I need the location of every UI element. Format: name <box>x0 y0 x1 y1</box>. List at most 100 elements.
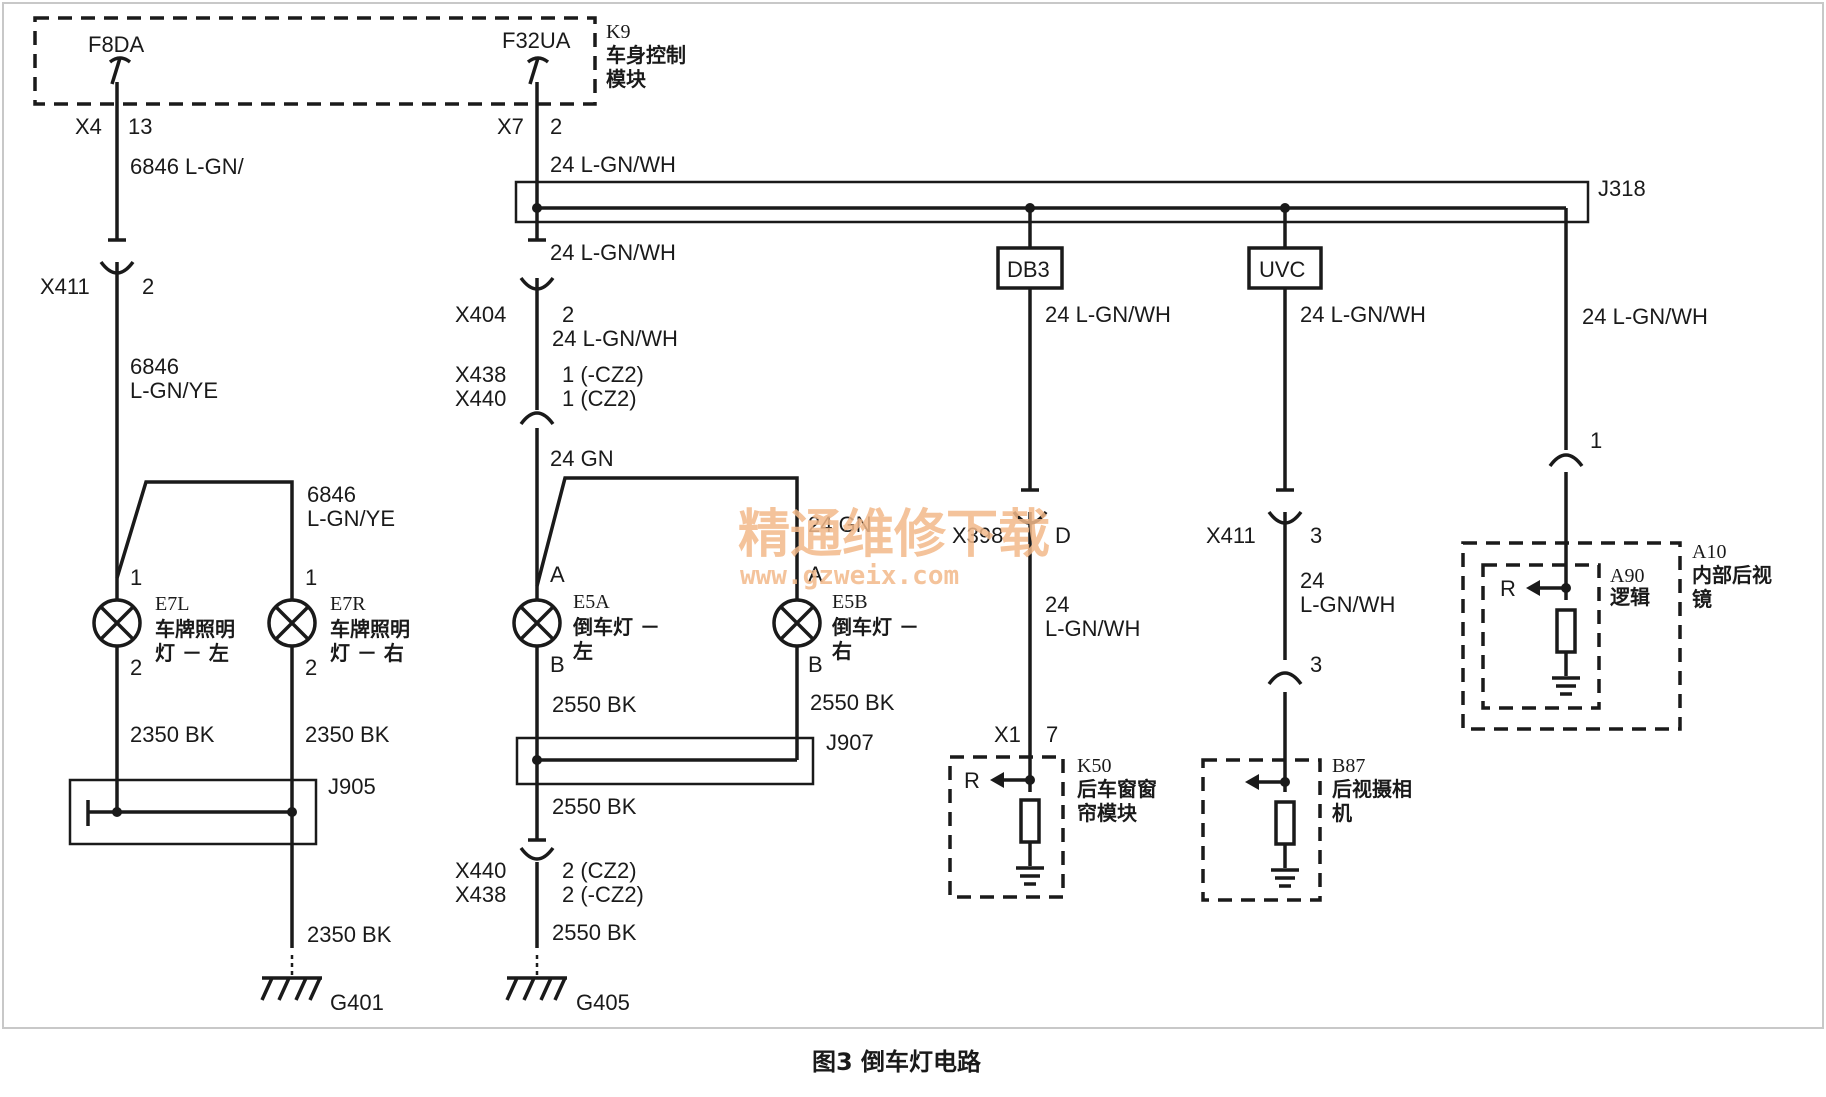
connector-x4-label: X4 <box>75 114 102 139</box>
wire-6846-label: 6846 L-GN/ <box>130 154 245 179</box>
lamp-e7l-name-line2: 灯 － 左 <box>155 641 229 665</box>
k50-arrow-icon <box>990 772 1004 788</box>
wire-2550-ground: 2550 BK <box>552 920 637 945</box>
connector-x7-pin: 2 <box>550 114 562 139</box>
connector-x438-label: X438 <box>455 362 506 387</box>
fuse-f8da-contact-icon <box>110 57 122 85</box>
uvc-wire-b-num: 24 <box>1300 568 1324 593</box>
wire-24-a: 24 L-GN/WH <box>550 152 676 177</box>
ground-g405-icon <box>505 976 567 1001</box>
a10-wire: 24 L-GN/WH <box>1582 304 1708 329</box>
wire-6846-color: L-GN/YE <box>130 378 218 403</box>
wire-24-b: 24 L-GN/WH <box>550 240 676 265</box>
figure-caption: 图3 倒车灯电路 <box>812 1048 982 1076</box>
ground-g405-label: G405 <box>576 990 630 1015</box>
k50-ground-icon <box>1016 866 1044 886</box>
k9-name-line2: 模块 <box>606 67 647 91</box>
b87-ground-icon <box>1271 868 1299 888</box>
wire-2550-mid: 2550 BK <box>552 794 637 819</box>
wire-6846-num: 6846 <box>130 354 179 379</box>
k9-name-line1: 车身控制 <box>606 43 686 67</box>
uvc-wire-a: 24 L-GN/WH <box>1300 302 1426 327</box>
splice-j905-label: J905 <box>328 774 376 799</box>
splice-j907-label: J907 <box>826 730 874 755</box>
lamp-e7r-id: E7R <box>330 593 366 615</box>
uvc-label: UVC <box>1259 257 1306 282</box>
a90-ground-icon <box>1552 676 1580 696</box>
a10-branch: 24 L-GN/WH 1 R A90 逻辑 A10 内部后视 镜 <box>1461 208 1772 731</box>
connector-x411-label: X411 <box>40 274 90 299</box>
lamp-e5b-pin-b: B <box>808 652 823 677</box>
b87-arrow-icon <box>1245 774 1259 790</box>
connector-x404-label: X404 <box>455 302 506 327</box>
wire-2550-left: 2550 BK <box>552 692 637 717</box>
a10-id: A10 <box>1692 541 1726 563</box>
lamp-e5b-name-line1: 倒车灯 － <box>831 615 919 639</box>
fuse-f8da-label: F8DA <box>88 32 145 57</box>
wire-24gn-b: 24 GN <box>808 512 872 537</box>
lamp-e5b-name-line2: 右 <box>832 639 852 663</box>
db3-wire-b-color: L-GN/WH <box>1045 616 1140 641</box>
license-lamp-branch: X4 13 6846 L-GN/ X411 2 6846 L-GN/YE 684… <box>40 82 410 1015</box>
a90-arrow-icon <box>1526 580 1540 596</box>
connector-x438-b-pin: 2 (-CZ2) <box>562 882 644 907</box>
a90-name: 逻辑 <box>1610 585 1650 609</box>
connector-x438-pin: 1 (-CZ2) <box>562 362 644 387</box>
diagram-frame <box>2 2 1824 1029</box>
lamp-e5b-id: E5B <box>832 591 868 613</box>
wire-24gn-a: 24 GN <box>550 446 614 471</box>
k9-body-control-module: F8DA F32UA K9 车身控制 模块 <box>33 16 686 106</box>
k50-name-line1: 后车窗窗 <box>1077 777 1157 801</box>
lamp-e7l-id: E7L <box>155 593 189 615</box>
connector-x1-pin: 7 <box>1046 722 1058 747</box>
wire-2350-ground: 2350 BK <box>307 922 392 947</box>
splice-j905-box <box>68 778 318 846</box>
lamp-e5b-pin-a: A <box>808 562 823 587</box>
connector-x438-socket-icon <box>519 846 555 861</box>
connector-x398-pin: D <box>1055 523 1071 548</box>
a10-name-line2: 镜 <box>1692 587 1712 611</box>
db3-label: DB3 <box>1007 257 1050 282</box>
k50-id: K50 <box>1077 755 1111 777</box>
lamp-e5a-id: E5A <box>573 591 610 613</box>
wire-6846-jumper-num: 6846 <box>307 482 356 507</box>
b87-name-line2: 机 <box>1332 801 1352 825</box>
a90-id: A90 <box>1610 565 1644 587</box>
connector-x440-socket-icon <box>519 411 555 426</box>
db3-wire-a: 24 L-GN/WH <box>1045 302 1171 327</box>
a10-module-box <box>1461 541 1682 731</box>
connector-x411-pin: 2 <box>142 274 154 299</box>
wire-24-c: 24 L-GN/WH <box>552 326 678 351</box>
connector-x1-label: X1 <box>994 722 1021 747</box>
lamp-e7r-name-line2: 灯 － 右 <box>330 641 404 665</box>
lamp-e7r-pin1: 1 <box>305 565 317 590</box>
a10-name-line1: 内部后视 <box>1692 563 1772 587</box>
ground-g401-icon <box>260 976 322 1001</box>
backup-lamp-branch: X7 2 24 L-GN/WH 24 L-GN/WH X404 2 24 L-G… <box>455 82 919 1015</box>
k50-resistor-icon <box>1019 798 1041 844</box>
connector-x7-label: X7 <box>497 114 524 139</box>
lamp-e5a-name-line2: 左 <box>573 639 593 663</box>
lamp-e5a-name-line1: 倒车灯 － <box>572 615 660 639</box>
connector-x411-b-pin: 3 <box>1310 523 1322 548</box>
connector-x440-b-pin: 2 (CZ2) <box>562 858 637 883</box>
wire-6846-jumper-color: L-GN/YE <box>307 506 395 531</box>
lamp-e7r-pin2: 2 <box>305 655 317 680</box>
lamp-e5a-pin-b: B <box>550 652 565 677</box>
wire-2350-right: 2350 BK <box>305 722 390 747</box>
connector-a10-pin: 1 <box>1590 428 1602 453</box>
connector-x404-pin: 2 <box>562 302 574 327</box>
b87-module-box <box>1201 758 1322 902</box>
k50-r-label: R <box>964 768 980 793</box>
connector-x438-b-label: X438 <box>455 882 506 907</box>
b87-resistor-icon <box>1274 800 1296 846</box>
connector-x440-pin: 1 (CZ2) <box>562 386 637 411</box>
lamp-e7l-name-line1: 车牌照明 <box>155 617 235 641</box>
lamp-e7l-pin1: 1 <box>130 565 142 590</box>
lamp-e5a-pin-a: A <box>550 562 565 587</box>
connector-x411-b-label: X411 <box>1206 523 1256 548</box>
watermark-line1: 精通维修下载 <box>738 505 1050 565</box>
watermark: 精通维修下载 www.gzweix.com <box>738 505 1050 591</box>
connector-x440-label: X440 <box>455 386 506 411</box>
wire-2550-right: 2550 BK <box>810 690 895 715</box>
